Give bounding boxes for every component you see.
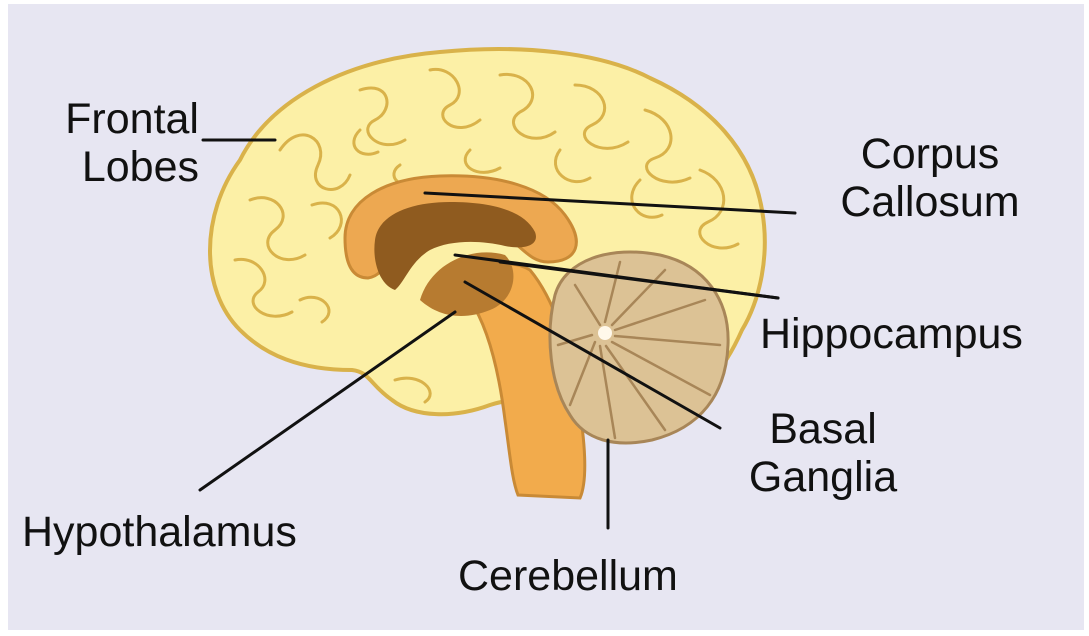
hypothalamus-text: Hypothalamus [22,508,297,556]
cerebellum-text: Cerebellum [458,552,678,600]
label-hypothalamus: Hypothalamus [22,508,297,556]
corpus-callosum-line2: Callosum [815,178,1045,226]
label-basal-ganglia: Basal Ganglia [723,405,923,501]
basal-ganglia-line1: Basal [723,405,923,453]
label-corpus-callosum: Corpus Callosum [815,130,1045,226]
basal-ganglia-line2: Ganglia [723,453,923,501]
label-frontal-lobes: Frontal Lobes [24,95,199,191]
frontal-lobes-line2: Lobes [24,143,199,191]
label-cerebellum: Cerebellum [458,552,678,600]
label-hippocampus: Hippocampus [760,310,1023,358]
cerebellum-center [598,326,612,340]
corpus-callosum-line1: Corpus [815,130,1045,178]
hippocampus-text: Hippocampus [760,310,1023,358]
frontal-lobes-line1: Frontal [24,95,199,143]
